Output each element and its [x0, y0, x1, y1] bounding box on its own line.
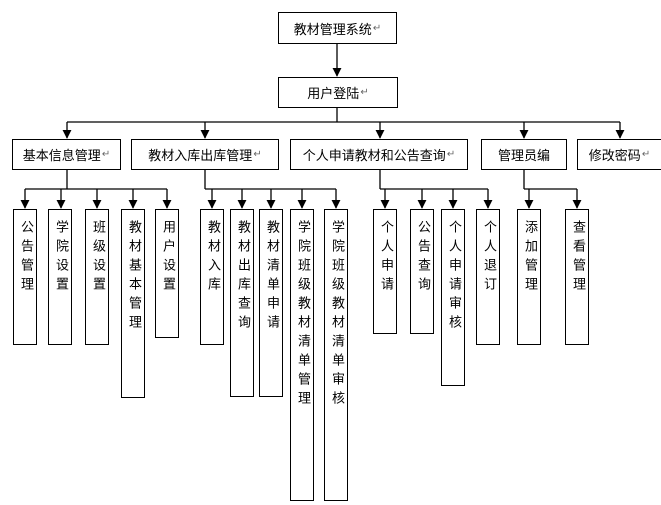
- module-change-password: 修改密码↵: [577, 139, 661, 170]
- leaf-add-admin: 添加管理: [517, 209, 541, 345]
- leaf-textbook-basic-management: 教材基本管理: [121, 209, 145, 398]
- leaf-label: 教材清单申请: [264, 220, 279, 334]
- module-basic-info: 基本信息管理↵: [12, 139, 121, 170]
- module-label: 管理员编: [497, 149, 550, 164]
- leaf-label: 学院班级教材清单管理: [295, 220, 310, 410]
- leaf-label: 用户设置: [160, 220, 175, 296]
- module-label: 个人申请教材和公告查询: [302, 149, 446, 164]
- leaf-label: 个人申请审核: [446, 220, 461, 334]
- login-node: 用户登陆↵: [278, 77, 398, 108]
- leaf-label: 个人申请: [378, 220, 393, 296]
- leaf-view-admin: 查看管理: [565, 209, 589, 345]
- leaf-textbook-stock-in: 教材入库: [200, 209, 224, 345]
- leaf-label: 教材基本管理: [126, 220, 141, 334]
- leaf-college-class-list-management: 学院班级教材清单管理: [290, 209, 314, 501]
- leaf-label: 学院班级教材清单审核: [329, 220, 344, 410]
- leaf-label: 公告查询: [415, 220, 430, 296]
- leaf-label: 查看管理: [570, 220, 585, 296]
- leaf-personal-unsubscribe: 个人退订: [476, 209, 500, 345]
- leaf-label: 教材入库: [205, 220, 220, 296]
- root-node: 教材管理系统↵: [278, 12, 397, 44]
- module-personal-apply: 个人申请教材和公告查询↵: [290, 139, 468, 170]
- leaf-label: 学院设置: [53, 220, 68, 296]
- leaf-college-class-list-review: 学院班级教材清单审核: [324, 209, 348, 501]
- leaf-notice-management: 公告管理: [13, 209, 37, 345]
- leaf-class-settings: 班级设置: [85, 209, 109, 345]
- leaf-label: 教材出库查询: [235, 220, 250, 334]
- module-label: 基本信息管理: [22, 149, 101, 164]
- leaf-label: 添加管理: [522, 220, 537, 296]
- module-label: 教材入库出库管理: [148, 149, 253, 164]
- leaf-textbook-stock-out-query: 教材出库查询: [230, 209, 254, 397]
- paragraph-mark: ↵: [446, 149, 456, 160]
- leaf-label: 个人退订: [481, 220, 496, 296]
- root-label: 教材管理系统: [293, 22, 372, 38]
- login-label: 用户登陆: [307, 87, 360, 102]
- leaf-user-settings: 用户设置: [155, 209, 179, 338]
- leaf-personal-application-review: 个人申请审核: [441, 209, 465, 386]
- paragraph-mark: ↵: [101, 149, 111, 160]
- leaf-personal-application: 个人申请: [373, 209, 397, 334]
- paragraph-mark: ↵: [372, 22, 382, 34]
- paragraph-mark: ↵: [253, 149, 262, 160]
- module-stock-in-out: 教材入库出库管理↵: [131, 139, 279, 170]
- module-label: 修改密码: [588, 149, 641, 164]
- leaf-college-settings: 学院设置: [48, 209, 72, 345]
- paragraph-mark: ↵: [641, 149, 651, 160]
- leaf-textbook-list-application: 教材清单申请: [259, 209, 283, 397]
- paragraph-mark: ↵: [360, 87, 369, 98]
- leaf-notice-query: 公告查询: [410, 209, 434, 334]
- leaf-label: 班级设置: [90, 220, 105, 296]
- leaf-label: 公告管理: [18, 220, 33, 296]
- module-admin: 管理员编: [481, 139, 567, 170]
